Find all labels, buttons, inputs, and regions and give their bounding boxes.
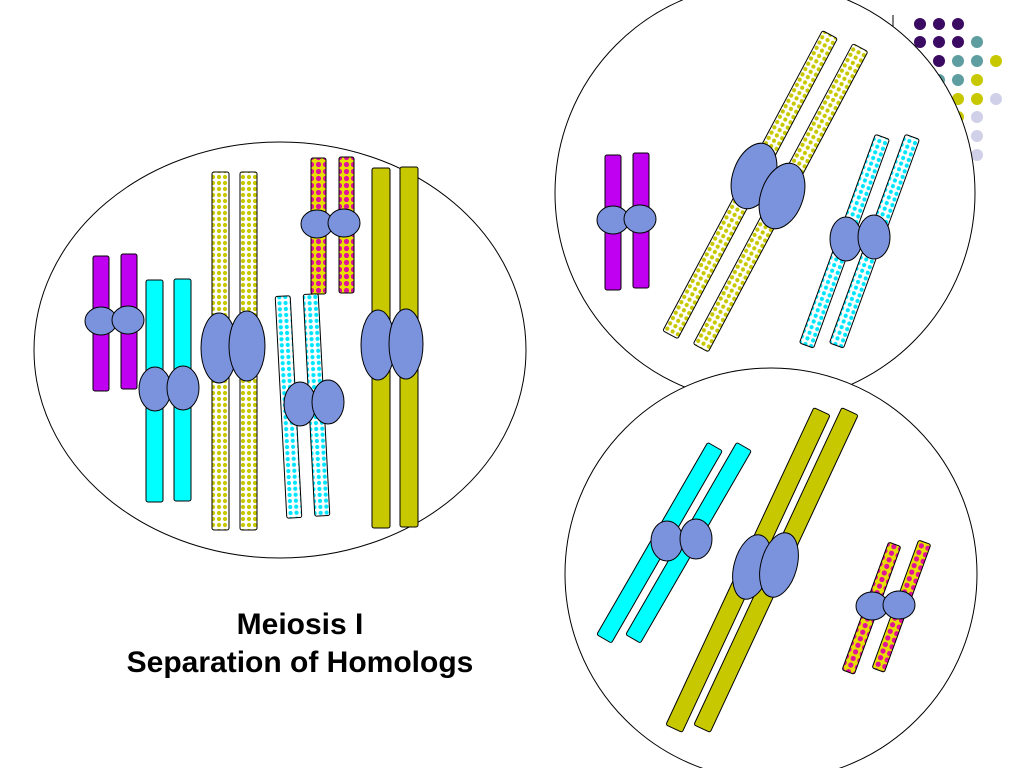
yellow-dotted-homolog-pair-top — [662, 30, 868, 352]
magenta-dotted-homolog-pair — [300, 156, 361, 295]
olive-homolog-pair — [360, 166, 424, 529]
magenta-dotted-homolog-pair-bottom — [842, 540, 931, 675]
slide-caption: Meiosis I Separation of Homologs — [80, 606, 520, 682]
caption-title: Meiosis I — [236, 608, 364, 641]
parent-cell-outline — [33, 141, 527, 559]
cyan-homolog-pair — [138, 278, 200, 503]
cyan-dotted-homolog-pair — [274, 293, 345, 519]
caption-subtitle: Separation of Homologs — [126, 646, 474, 679]
magenta-homolog-pair-top — [596, 152, 657, 291]
cyan-homolog-pair-bottom — [596, 442, 752, 643]
olive-homolog-pair-bottom — [666, 407, 858, 733]
magenta-homolog-pair — [84, 253, 145, 392]
yellow-dotted-homolog-pair — [200, 171, 266, 531]
cyan-dotted-homolog-pair-top — [799, 134, 920, 348]
